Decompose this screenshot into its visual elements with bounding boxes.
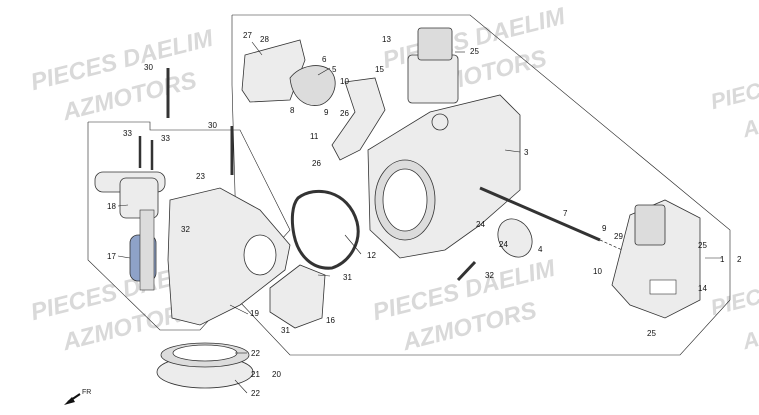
callout-label: 11 xyxy=(310,132,319,141)
assembly-outline xyxy=(231,14,731,356)
injector-assembly xyxy=(94,171,166,291)
callout-label: 10 xyxy=(593,267,602,276)
callout-label: 32 xyxy=(485,271,494,280)
callout-label: 31 xyxy=(281,326,290,335)
callout-label: 1 xyxy=(720,255,725,264)
callout-label: 15 xyxy=(375,65,384,74)
callout-label: 6 xyxy=(322,55,327,64)
map-sensor xyxy=(269,264,326,329)
callout-label: 29 xyxy=(614,232,623,241)
bracket xyxy=(331,77,386,161)
callout-label: 12 xyxy=(367,251,376,260)
throttle-valve xyxy=(497,218,533,258)
callout-label: 19 xyxy=(250,309,259,318)
callout-label: 22 xyxy=(251,349,260,358)
bolts xyxy=(138,68,477,282)
callout-label: 33 xyxy=(161,134,170,143)
callout-label: 32 xyxy=(181,225,190,234)
callout-label: 26 xyxy=(340,109,349,118)
callout-label: 14 xyxy=(698,284,707,293)
callout-label: 31 xyxy=(343,273,352,282)
direction-label: FR xyxy=(82,389,92,396)
callout-label: 23 xyxy=(196,172,205,181)
throttle-drum xyxy=(241,39,306,103)
throttle-position-sensor xyxy=(611,199,701,319)
intake-manifold xyxy=(167,187,291,326)
callout-label: 4 xyxy=(538,245,543,254)
callout-label: 30 xyxy=(208,121,217,130)
leader-lines xyxy=(117,41,722,394)
callout-label: 25 xyxy=(470,47,479,56)
callout-label: 13 xyxy=(382,35,391,44)
callout-label: 22 xyxy=(251,389,260,398)
front-arrow-icon xyxy=(64,393,81,405)
callout-label: 17 xyxy=(107,252,116,261)
callout-label: 33 xyxy=(123,129,132,138)
callout-label: 2 xyxy=(737,255,742,264)
callout-label: 24 xyxy=(476,220,485,229)
callout-label: 24 xyxy=(499,240,508,249)
callout-label: 30 xyxy=(144,63,153,72)
callout-label: 9 xyxy=(602,224,607,233)
callout-label: 28 xyxy=(260,35,269,44)
throttle-body xyxy=(367,27,521,259)
callout-label: 3 xyxy=(524,148,529,157)
throttle-shaft xyxy=(479,186,601,242)
callout-label: 18 xyxy=(107,202,116,211)
o-ring xyxy=(290,189,360,270)
injector-outline xyxy=(87,121,291,331)
callout-label: 7 xyxy=(563,209,568,218)
callout-label: 8 xyxy=(290,106,295,115)
callout-label: 16 xyxy=(326,316,335,325)
callout-label: 20 xyxy=(272,370,281,379)
callout-label: 9 xyxy=(324,108,329,117)
callout-label: 10 xyxy=(340,77,349,86)
callout-label: 27 xyxy=(243,31,252,40)
callout-label: 26 xyxy=(312,159,321,168)
callout-label: 5 xyxy=(332,65,337,74)
callout-label: 25 xyxy=(647,329,656,338)
return-spring xyxy=(289,65,336,106)
callouts: 27 28 6 5 10 8 9 26 15 13 25 3 11 26 30 … xyxy=(107,31,742,398)
intake-clamp xyxy=(156,342,254,389)
callout-label: 21 xyxy=(251,370,260,379)
callout-label: 25 xyxy=(698,241,707,250)
